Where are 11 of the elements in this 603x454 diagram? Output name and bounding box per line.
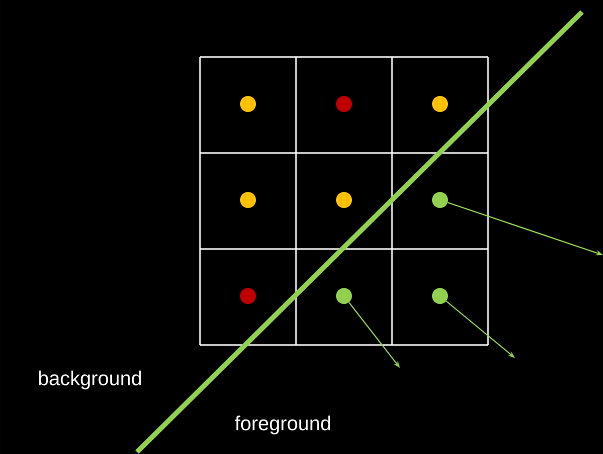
region-label: foreground xyxy=(234,416,330,434)
dot xyxy=(240,192,256,208)
dot xyxy=(240,96,256,112)
region-label: background xyxy=(39,370,141,390)
dot xyxy=(336,192,352,208)
dot xyxy=(240,288,256,304)
dot xyxy=(432,192,448,208)
dot xyxy=(336,288,352,304)
dot xyxy=(336,96,352,112)
dot xyxy=(432,288,448,304)
dot xyxy=(432,96,448,112)
